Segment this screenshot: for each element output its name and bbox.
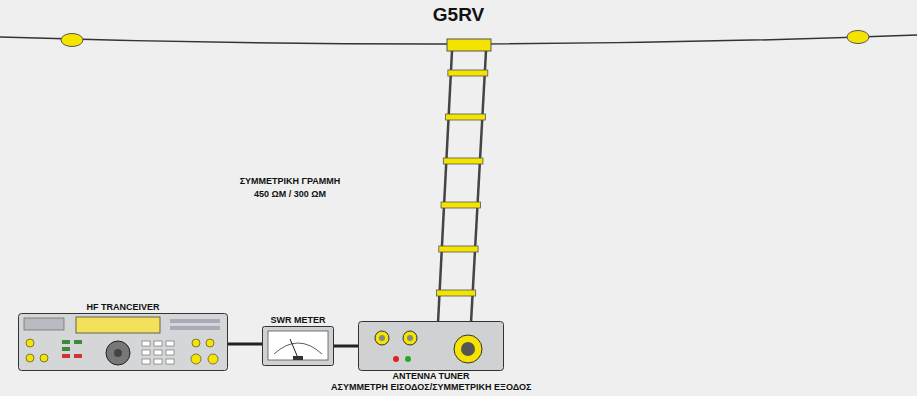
equipment-drawing bbox=[262, 326, 334, 366]
coax-cable bbox=[228, 343, 262, 346]
swr-meter: SWR METER bbox=[262, 315, 334, 366]
equipment-label: HF TRANCEIVER bbox=[18, 302, 228, 313]
equipment-label: SWR METER bbox=[262, 315, 334, 326]
equipment-note: ΑΣΥΜΜΕΤΡΗ ΕΙΣΟΔΟΣ/ΣΥΜΜΕΤΡΙΚΗ ΕΞΟΔΟΣ bbox=[331, 382, 531, 393]
equipment-label: ANTENNA TUNER bbox=[358, 371, 504, 382]
coax-cable bbox=[334, 345, 358, 348]
transceiver: HF TRANCEIVER bbox=[18, 302, 228, 371]
line-label: ΣΥΜΜΕΤΡΙΚΗ ΓΡΑΜΜΗ bbox=[240, 176, 341, 186]
equipment-panel bbox=[358, 321, 504, 371]
equipment-drawing bbox=[18, 313, 228, 371]
antenna-tuner: ANTENNA TUNERΑΣΥΜΜΕΤΡΗ ΕΙΣΟΔΟΣ/ΣΥΜΜΕΤΡΙΚ… bbox=[358, 321, 504, 393]
diagram-title: G5RV bbox=[0, 4, 917, 26]
equipment-panel bbox=[18, 313, 228, 371]
equipment-panel bbox=[262, 326, 334, 366]
equipment-drawing bbox=[358, 321, 504, 371]
line-label: 450 ΩΜ / 300 ΩΜ bbox=[254, 189, 326, 199]
